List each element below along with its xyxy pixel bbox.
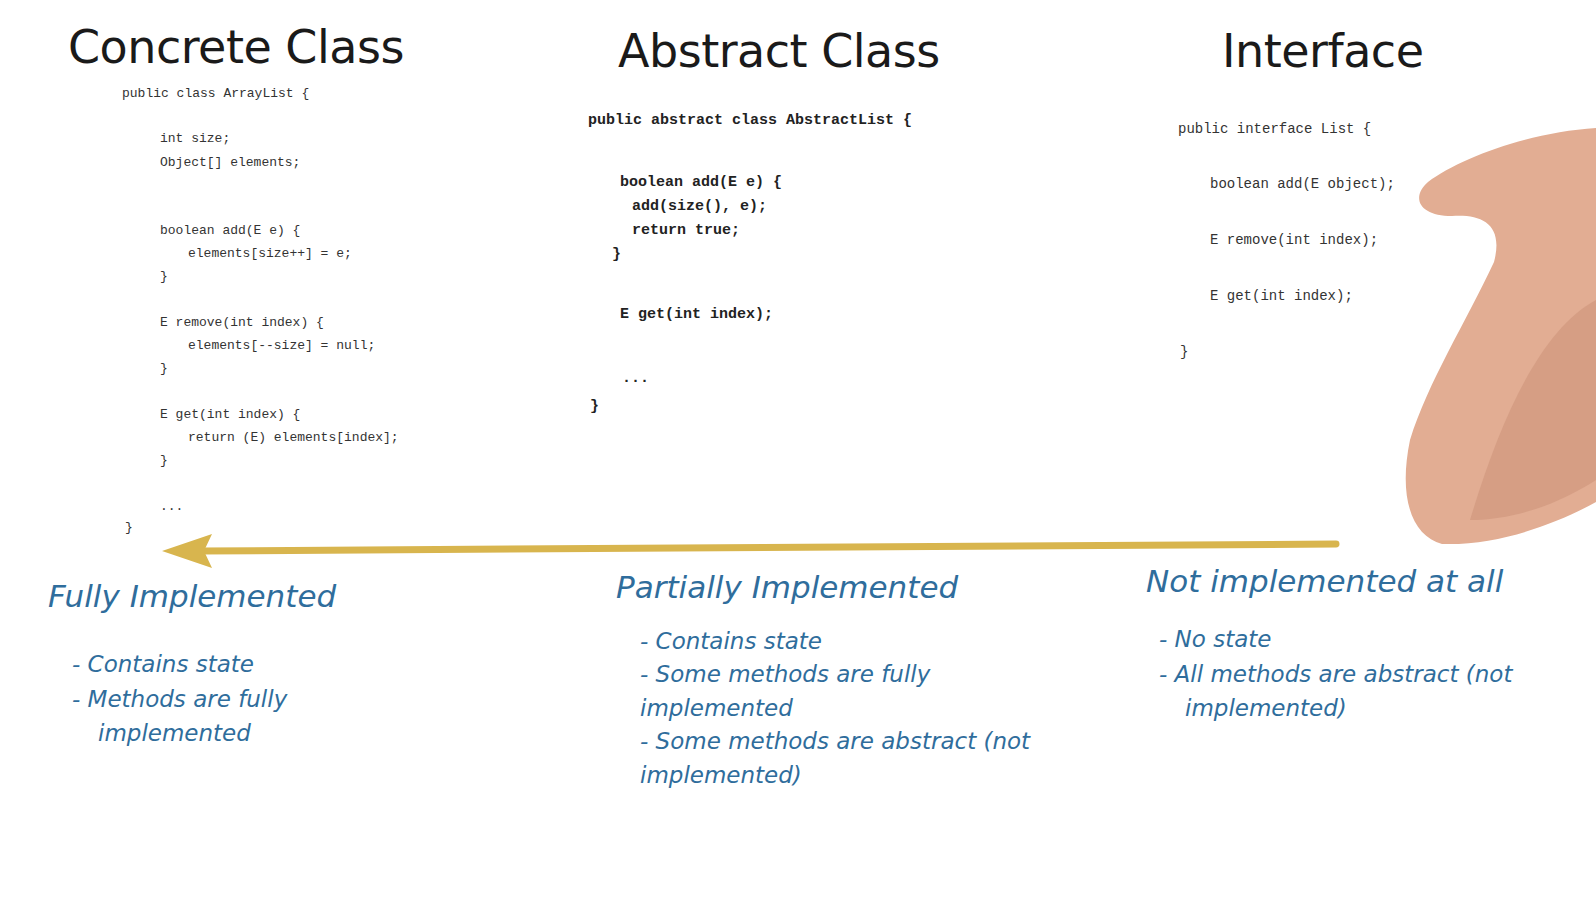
column-heading: Concrete Class xyxy=(68,20,404,74)
bullet-note: - Methods are fully implemented xyxy=(72,682,358,750)
code-line: elements[--size] = null; xyxy=(188,338,375,353)
direction-arrow-line xyxy=(200,544,1336,551)
code-line: } xyxy=(590,398,599,415)
category-heading: Not implemented at all xyxy=(1146,563,1503,599)
code-line: return true; xyxy=(632,222,740,239)
direction-arrowhead xyxy=(162,534,212,568)
code-line: int size; xyxy=(160,131,230,146)
code-line: public interface List { xyxy=(1178,121,1371,137)
code-line: E remove(int index); xyxy=(1210,232,1378,248)
code-line: return (E) elements[index]; xyxy=(188,430,399,445)
bullet-note: - Contains state xyxy=(640,624,980,658)
code-line: } xyxy=(160,269,168,284)
category-heading: Fully Implemented xyxy=(48,578,336,614)
code-line: } xyxy=(612,246,621,263)
bullet-note: - Some methods are abstract (not impleme… xyxy=(640,724,1060,792)
code-line: public class ArrayList { xyxy=(122,86,309,101)
code-line: } xyxy=(160,361,168,376)
hand-photo xyxy=(1406,128,1596,544)
code-line: public abstract class AbstractList { xyxy=(588,112,912,129)
code-line: E remove(int index) { xyxy=(160,315,324,330)
bullet-note: - All methods are abstract (not implemen… xyxy=(1159,657,1590,725)
code-line: elements[size++] = e; xyxy=(188,246,352,261)
hand-shadow xyxy=(1470,300,1596,520)
code-line: E get(int index); xyxy=(1210,288,1353,304)
code-line: Object[] elements; xyxy=(160,155,300,170)
code-line: } xyxy=(160,453,168,468)
code-line: boolean add(E object); xyxy=(1210,176,1395,192)
code-line: boolean add(E e) { xyxy=(160,223,300,238)
bullet-note: - Some methods are fully implemented xyxy=(640,657,980,725)
category-heading: Partially Implemented xyxy=(616,569,958,605)
code-line: } xyxy=(125,520,133,535)
code-line: E get(int index) { xyxy=(160,407,300,422)
code-line: ... xyxy=(622,370,649,387)
code-line: add(size(), e); xyxy=(632,198,767,215)
code-line: boolean add(E e) { xyxy=(620,174,782,191)
column-heading: Interface xyxy=(1222,24,1423,78)
code-line: } xyxy=(1180,344,1188,360)
bullet-note: - Contains state xyxy=(72,647,358,681)
column-heading: Abstract Class xyxy=(618,24,940,78)
code-line: ... xyxy=(160,499,183,514)
code-line: E get(int index); xyxy=(620,306,773,323)
bullet-note: - No state xyxy=(1159,622,1590,656)
